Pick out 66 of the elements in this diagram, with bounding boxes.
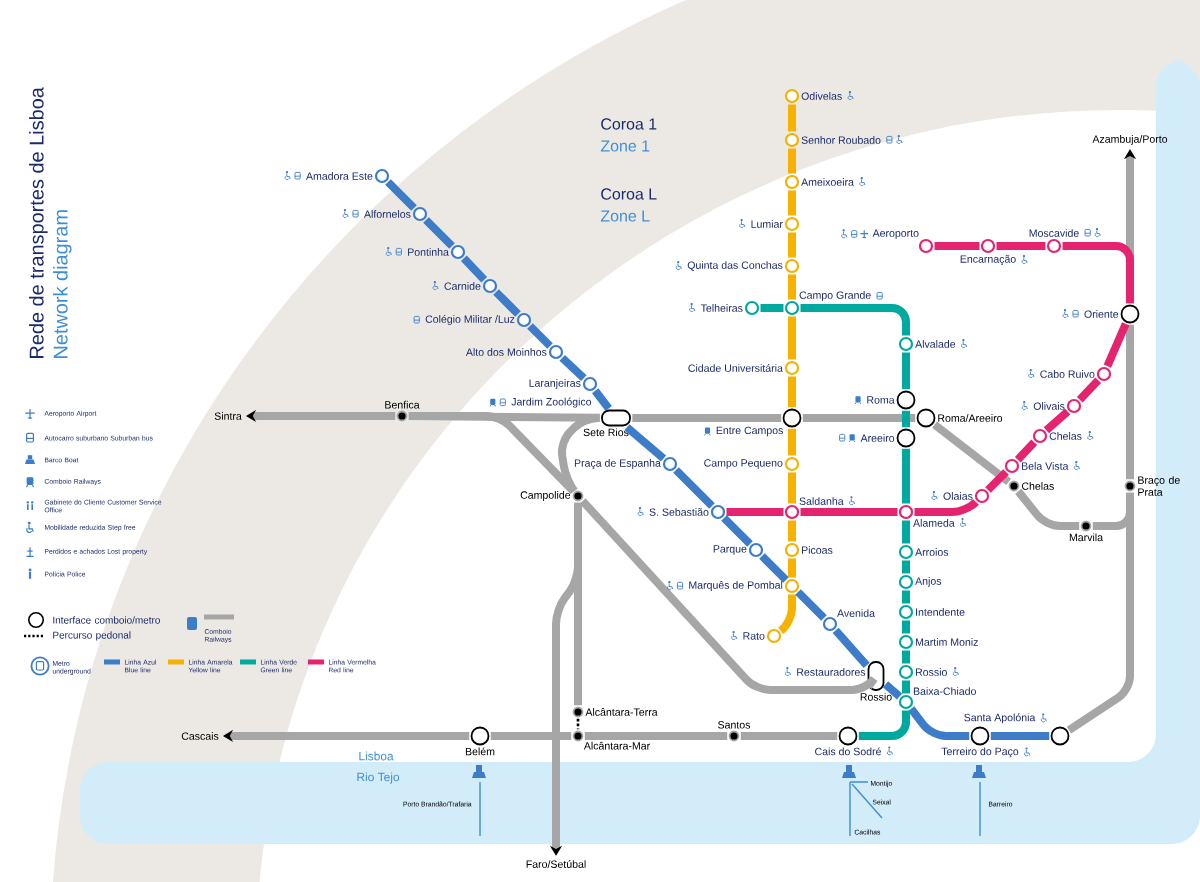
metro-line bbox=[902, 620, 910, 634]
metro-line bbox=[726, 508, 784, 516]
metro-line bbox=[1014, 439, 1038, 463]
railway-line bbox=[1015, 488, 1080, 530]
railway-line bbox=[558, 414, 602, 496]
metro-line bbox=[493, 289, 521, 317]
metro-line bbox=[788, 190, 796, 216]
metro-line bbox=[673, 467, 715, 509]
metro-line bbox=[800, 508, 898, 516]
metro-line bbox=[423, 217, 455, 249]
metro-line bbox=[460, 255, 488, 283]
metro-line bbox=[902, 590, 910, 604]
walking-path bbox=[576, 718, 580, 730]
metro-line bbox=[902, 520, 910, 544]
metro-line bbox=[858, 710, 910, 740]
metro-line bbox=[527, 323, 553, 349]
railway-line bbox=[408, 412, 577, 494]
metro-line bbox=[1062, 242, 1134, 304]
metro-line bbox=[592, 388, 612, 411]
metro-line bbox=[759, 553, 789, 583]
railway-line bbox=[579, 498, 879, 694]
subtitle: Network diagram bbox=[53, 210, 72, 358]
metro-line bbox=[800, 304, 910, 336]
metro-line bbox=[1043, 408, 1071, 434]
metro-line bbox=[990, 732, 1050, 740]
railway-line bbox=[1066, 492, 1134, 734]
railway-line bbox=[632, 414, 782, 422]
metro-line bbox=[902, 560, 910, 574]
metro-line bbox=[788, 428, 796, 456]
metro-line bbox=[788, 148, 796, 174]
metro-line bbox=[902, 680, 910, 694]
metro-line bbox=[721, 515, 753, 547]
metro-line bbox=[902, 410, 910, 428]
metro-line bbox=[385, 179, 417, 211]
metro-line bbox=[776, 594, 796, 635]
metro-line bbox=[788, 472, 796, 504]
metro-line bbox=[985, 469, 1009, 493]
metro-line bbox=[788, 104, 796, 132]
metro-line bbox=[795, 589, 827, 621]
metro-line bbox=[902, 650, 910, 664]
metro-line bbox=[902, 352, 910, 390]
metro-line bbox=[788, 316, 796, 360]
metro-line bbox=[788, 274, 796, 300]
metro-line bbox=[908, 706, 970, 740]
metro-line bbox=[914, 498, 980, 516]
metro-line bbox=[832, 627, 870, 669]
metro-line bbox=[788, 558, 796, 578]
metro-line bbox=[788, 232, 796, 258]
metro-line bbox=[902, 448, 910, 504]
metro-line bbox=[760, 304, 784, 312]
title: Rede de transportes de Lisboa bbox=[29, 87, 48, 358]
metro-line bbox=[1076, 377, 1102, 403]
railway-line bbox=[740, 732, 838, 740]
metro-line bbox=[788, 376, 796, 408]
metro-line bbox=[1103, 322, 1130, 368]
railway-line bbox=[584, 732, 728, 740]
metro-line bbox=[559, 354, 587, 382]
railway-line bbox=[1126, 324, 1134, 480]
metro-line bbox=[934, 242, 980, 250]
metro-line bbox=[788, 520, 796, 542]
metro-line bbox=[996, 242, 1046, 250]
metro-line bbox=[624, 424, 667, 462]
railway-line bbox=[490, 732, 572, 740]
metro-line bbox=[882, 681, 903, 700]
railway-line bbox=[802, 414, 916, 422]
railway-line bbox=[932, 421, 1012, 485]
